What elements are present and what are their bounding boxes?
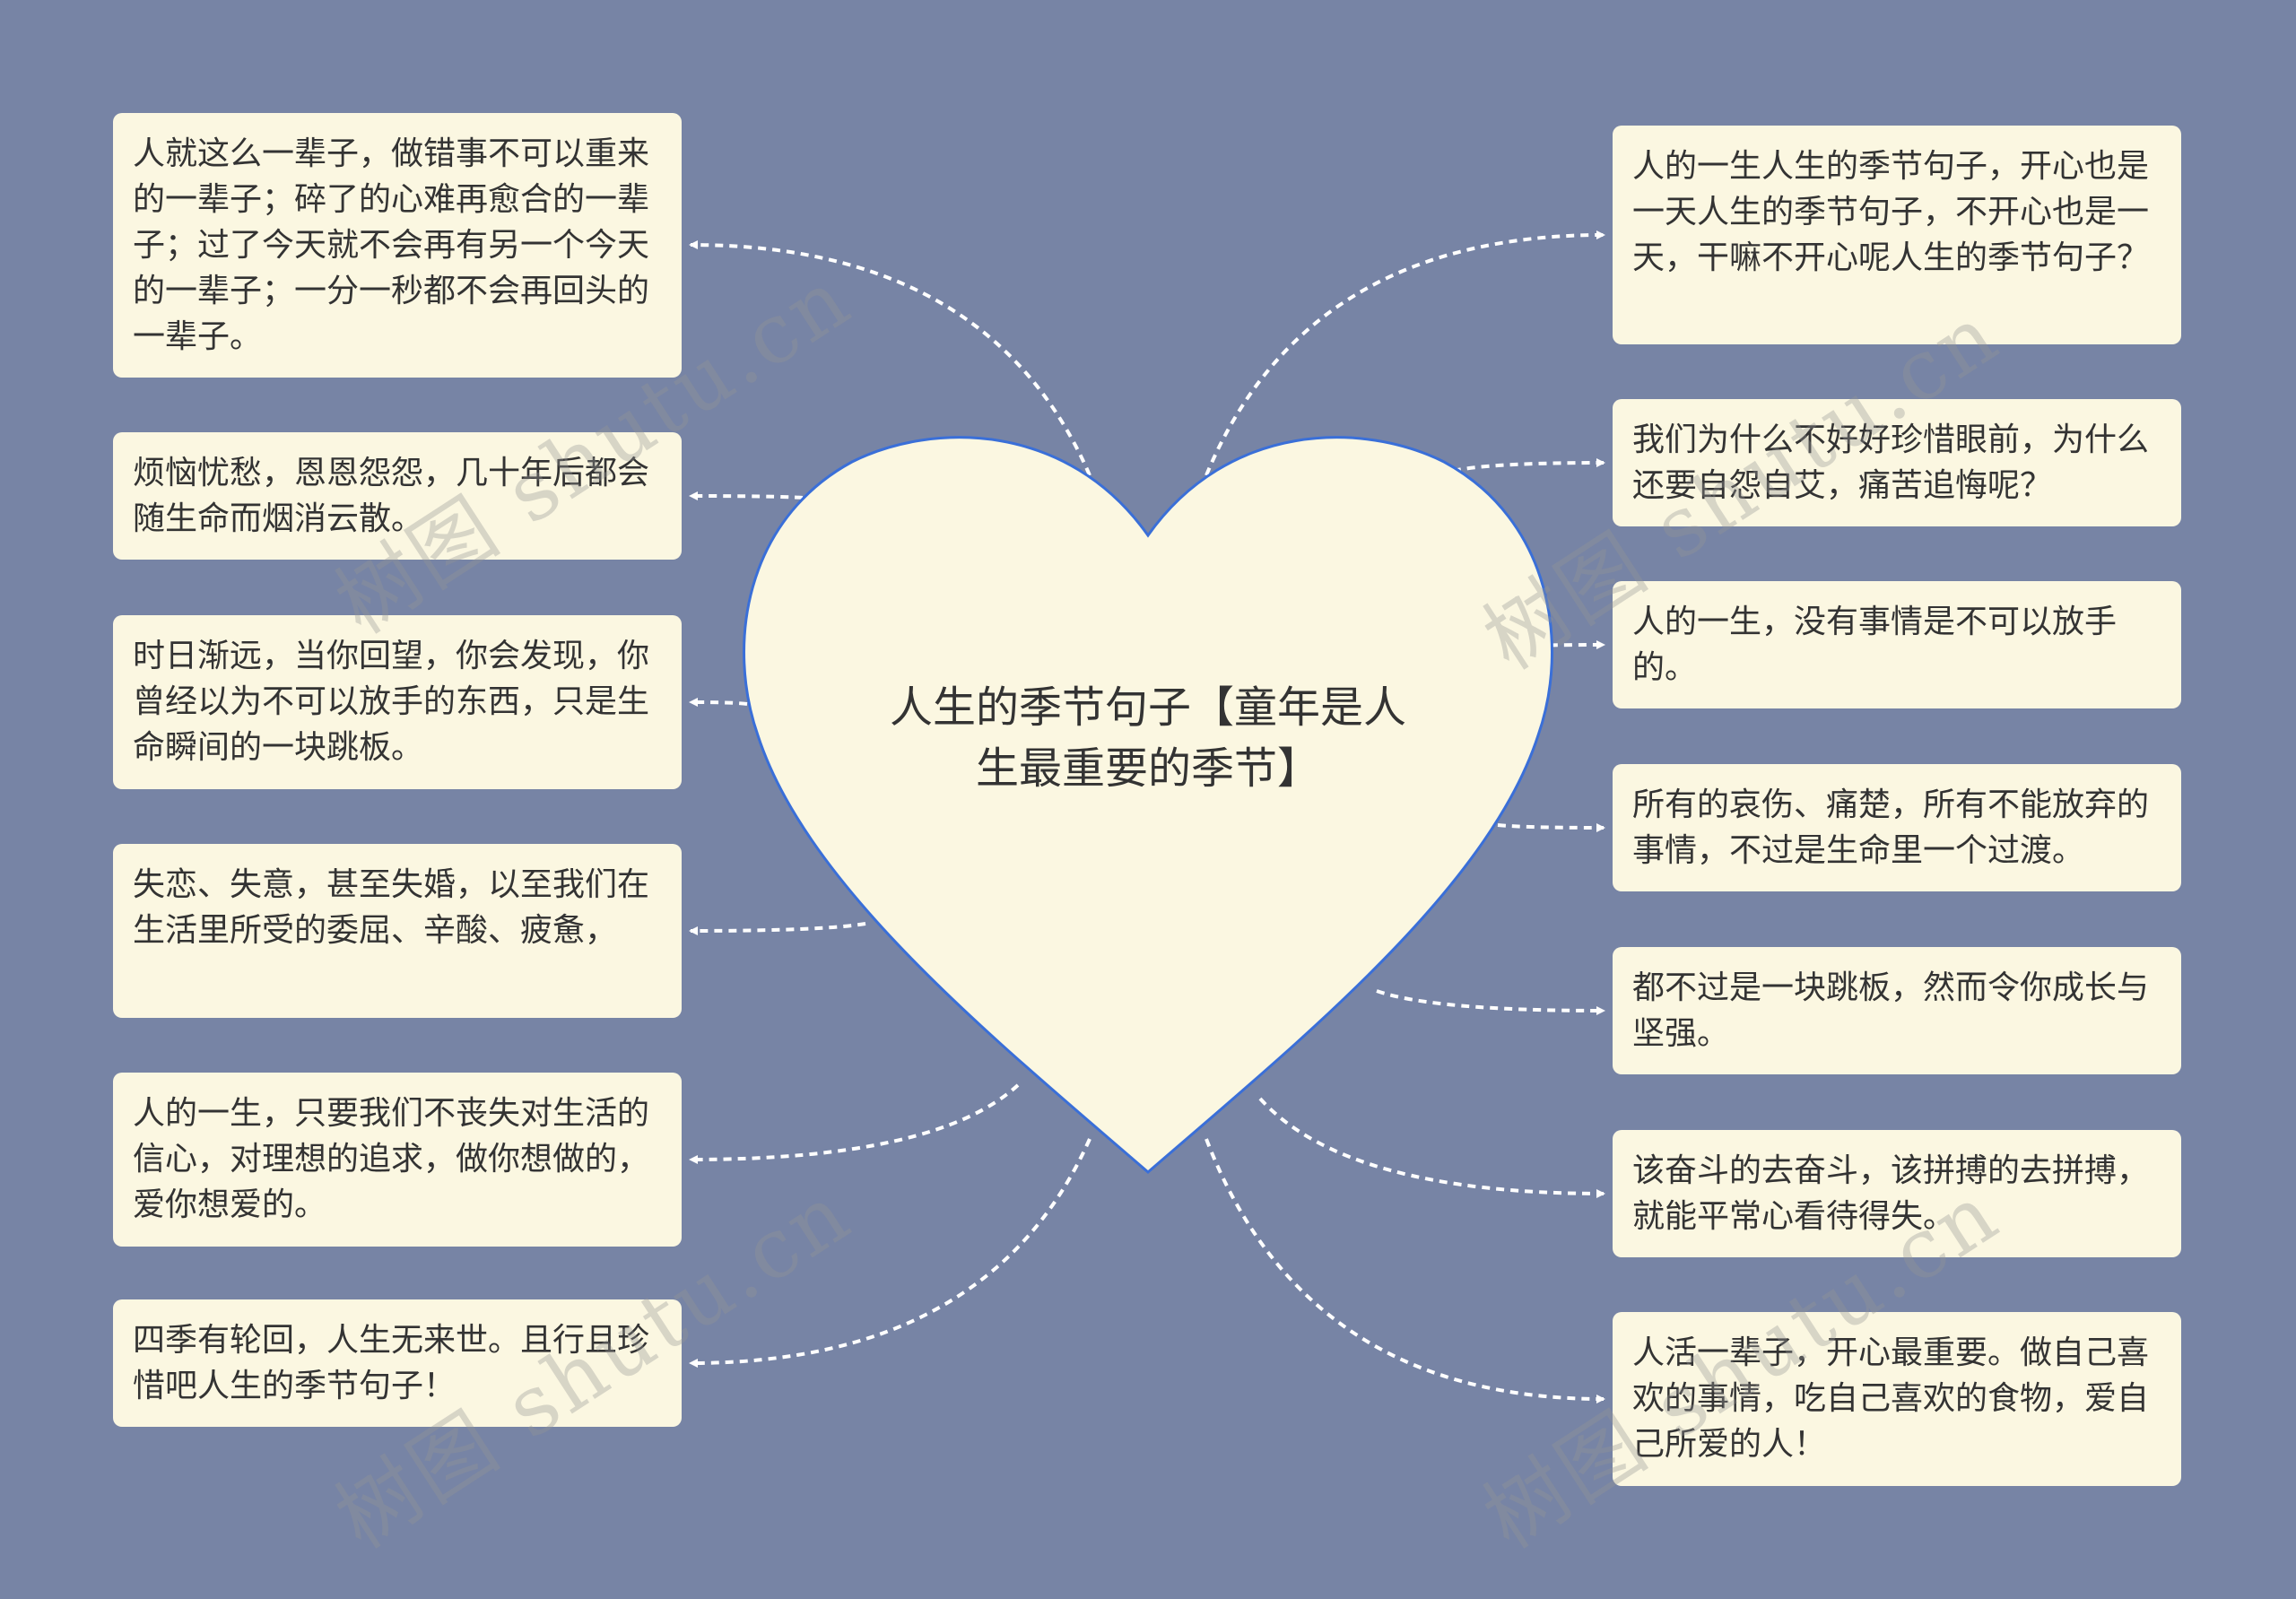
connector-left-3 — [689, 698, 748, 708]
left-node-3[interactable]: 时日渐远，当你回望，你会发现，你曾经以为不可以放手的东西，只是生命瞬间的一块跳板… — [113, 615, 682, 789]
right-node-4[interactable]: 所有的哀伤、痛楚，所有不能放弃的事情，不过是生命里一个过渡。 — [1613, 764, 2181, 891]
connector-right-1 — [1205, 230, 1605, 476]
left-node-6[interactable]: 四季有轮回，人生无来世。且行且珍惜吧人生的季节句子！ — [113, 1299, 682, 1427]
left-node-5[interactable]: 人的一生，只要我们不丧失对生活的信心，对理想的追求，做你想做的，爱你想爱的。 — [113, 1073, 682, 1247]
right-node-5[interactable]: 都不过是一块跳板，然而令你成长与坚强。 — [1613, 947, 2181, 1074]
central-heart[interactable] — [743, 436, 1553, 1174]
connector-right-4 — [1497, 822, 1605, 832]
right-node-6[interactable]: 该奋斗的去奋斗，该拼搏的去拼搏，就能平常心看待得失。 — [1613, 1130, 2181, 1257]
right-node-1[interactable]: 人的一生人生的季节句子，开心也是一天人生的季节句子，不开心也是一天，干嘛不开心呢… — [1613, 126, 2181, 344]
right-node-2[interactable]: 我们为什么不好好珍惜眼前，为什么还要自怨自艾，痛苦追悔呢？ — [1613, 399, 2181, 526]
connector-right-2 — [1452, 458, 1605, 473]
right-node-7[interactable]: 人活一辈子，开心最重要。做自己喜欢的事情，吃自己喜欢的食物，爱自己所爱的人！ — [1613, 1312, 2181, 1486]
connector-left-6 — [689, 1138, 1091, 1368]
connector-left-1 — [689, 240, 1091, 476]
connector-left-2 — [689, 491, 804, 501]
central-topic[interactable]: 人生的季节句子【童年是人生最重要的季节】 — [889, 682, 1406, 794]
connector-right-6 — [1258, 1097, 1605, 1198]
right-node-3[interactable]: 人的一生，没有事情是不可以放手的。 — [1613, 581, 2181, 708]
left-node-2[interactable]: 烦恼忧愁，恩恩怨怨，几十年后都会随生命而烟消云散。 — [113, 432, 682, 560]
connector-left-5 — [689, 1083, 1020, 1164]
left-node-1[interactable]: 人就这么一辈子，做错事不可以重来的一辈子；碎了的心难再愈合的一辈子；过了今天就不… — [113, 113, 682, 378]
left-node-4[interactable]: 失恋、失意，甚至失婚，以至我们在生活里所受的委屈、辛酸、疲惫， — [113, 844, 682, 1018]
connector-right-7 — [1205, 1138, 1605, 1403]
connector-right-5 — [1376, 989, 1605, 1015]
connector-left-4 — [689, 922, 866, 935]
